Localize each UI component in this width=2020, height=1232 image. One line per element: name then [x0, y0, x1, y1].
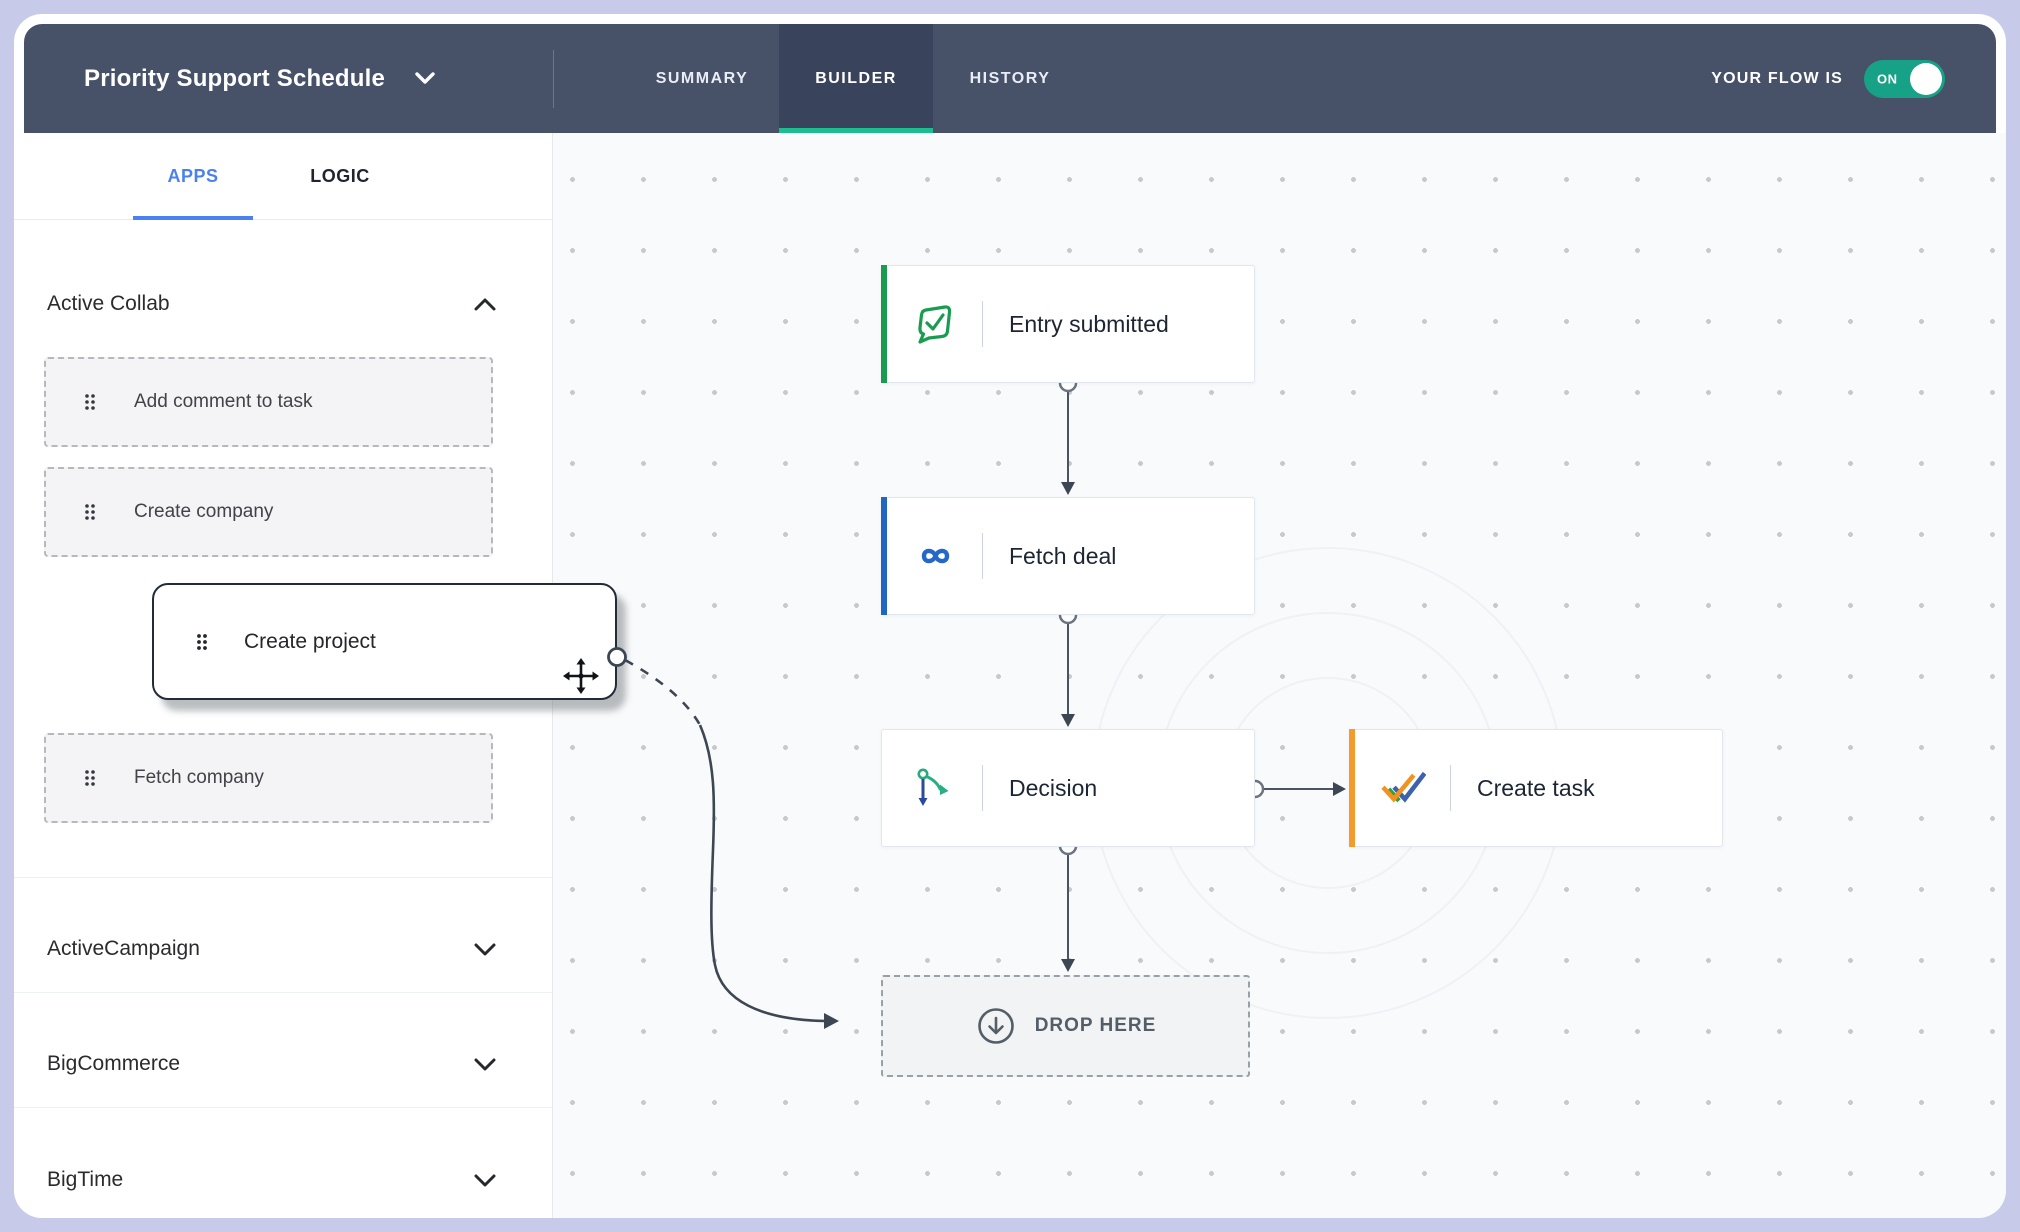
node-accent — [881, 265, 887, 383]
section-name: BigCommerce — [47, 1052, 181, 1075]
drop-zone[interactable]: DROP HERE — [881, 975, 1250, 1077]
flow-status-label: YOUR FLOW IS — [1711, 69, 1843, 87]
chevron-down-icon — [474, 943, 496, 955]
icon-divider — [982, 301, 983, 347]
sidebar-tabs: APPS LOGIC — [14, 133, 552, 220]
section-divider — [14, 1107, 552, 1108]
section-name: ActiveCampaign — [47, 937, 200, 960]
drag-handle-icon — [85, 394, 95, 410]
node-decision[interactable]: Decision — [881, 729, 1255, 847]
drag-handle-icon — [197, 633, 207, 650]
chevron-down-icon — [474, 1174, 496, 1186]
flow-title-dropdown[interactable]: Priority Support Schedule — [84, 24, 435, 133]
tab-builder[interactable]: BUILDER — [779, 24, 933, 133]
node-create-task[interactable]: Create task — [1349, 729, 1723, 847]
sidebar-tab-logic[interactable]: LOGIC — [310, 165, 370, 186]
node-accent — [881, 497, 887, 615]
node-accent — [1349, 729, 1355, 847]
crm-link-icon — [912, 533, 958, 579]
drag-handle-icon — [85, 770, 95, 786]
toggle-state-label: ON — [1877, 71, 1898, 86]
drop-here-icon — [977, 1008, 1014, 1044]
node-entry-submitted[interactable]: Entry submitted — [881, 265, 1255, 383]
drag-handle-icon — [85, 504, 95, 520]
node-label: Entry submitted — [1009, 310, 1169, 337]
page-title: Priority Support Schedule — [84, 64, 386, 92]
palette-item[interactable]: Fetch company — [44, 733, 493, 823]
flow-toggle[interactable]: ON — [1864, 59, 1945, 98]
icon-divider — [982, 533, 983, 579]
chevron-down-icon — [415, 72, 435, 84]
section-name: BigTime — [47, 1168, 124, 1191]
flow-canvas[interactable]: Entry submitted Fetch deal — [553, 133, 2006, 1218]
section-header-bigtime[interactable]: BigTime — [14, 1159, 552, 1201]
section-header-active-collab[interactable]: Active Collab — [14, 283, 552, 325]
section-header-bigcommerce[interactable]: BigCommerce — [14, 1043, 552, 1085]
icon-divider — [1450, 765, 1451, 811]
header-tabs: SUMMARY BUILDER HISTORY — [625, 24, 1087, 133]
chevron-down-icon — [474, 1058, 496, 1070]
dragged-card-label: Create project — [244, 629, 376, 653]
section-divider — [14, 877, 552, 878]
dragged-card-create-project[interactable]: Create project — [152, 583, 617, 700]
palette-item-label: Create company — [134, 501, 274, 522]
node-label: Create task — [1477, 774, 1595, 801]
move-cursor-icon — [563, 658, 599, 694]
chevron-up-icon — [474, 298, 496, 310]
flow-status-group: YOUR FLOW IS ON — [1711, 24, 1945, 133]
section-header-activecampaign[interactable]: ActiveCampaign — [14, 928, 552, 970]
app-window: Priority Support Schedule SUMMARY BUILDE… — [14, 14, 2006, 1218]
form-check-icon — [912, 301, 958, 347]
section-divider — [14, 992, 552, 993]
connectors-layer — [1058, 373, 1564, 1019]
node-fetch-deal[interactable]: Fetch deal — [881, 497, 1255, 615]
palette-item[interactable]: Create company — [44, 467, 493, 557]
drop-zone-label: DROP HERE — [1034, 1015, 1157, 1036]
toggle-knob[interactable] — [1910, 62, 1942, 95]
header-divider — [553, 50, 554, 108]
sidebar-tab-apps[interactable]: APPS — [133, 133, 253, 220]
double-check-icon — [1380, 765, 1426, 811]
section-name: Active Collab — [47, 292, 170, 315]
tab-summary[interactable]: SUMMARY — [655, 69, 749, 87]
palette-item-label: Fetch company — [134, 767, 264, 788]
palette-item-label: Add comment to task — [134, 391, 313, 412]
app-header: Priority Support Schedule SUMMARY BUILDE… — [24, 24, 1996, 133]
icon-divider — [982, 765, 983, 811]
tab-history[interactable]: HISTORY — [969, 69, 1051, 87]
node-label: Fetch deal — [1009, 542, 1117, 569]
node-label: Decision — [1009, 774, 1098, 801]
palette-item[interactable]: Add comment to task — [44, 357, 493, 447]
branch-icon — [912, 765, 958, 811]
